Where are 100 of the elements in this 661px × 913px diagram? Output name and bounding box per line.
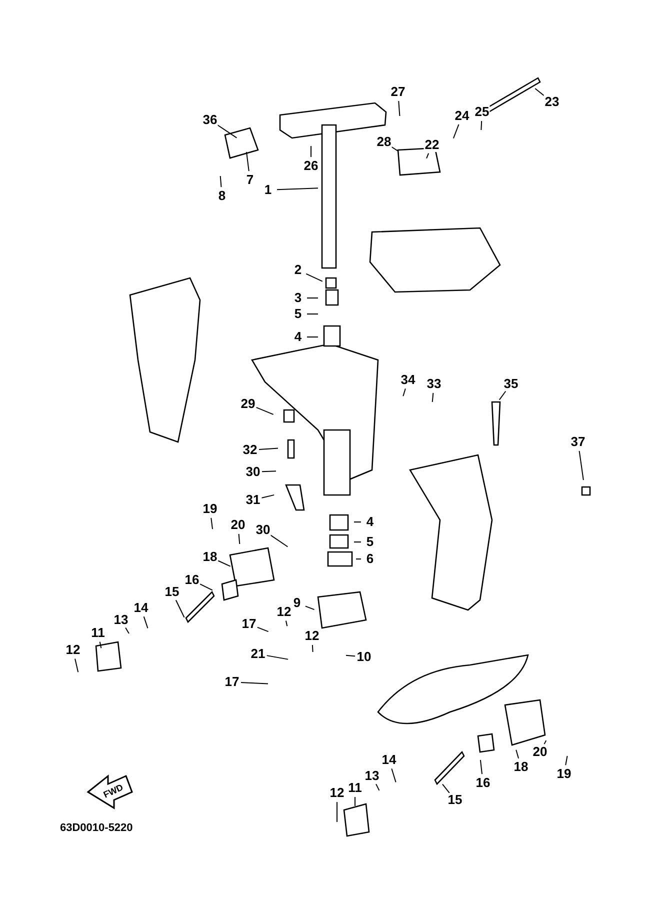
- leader-line: [312, 644, 314, 652]
- callout-number: 9: [292, 596, 302, 610]
- callout-number: 28: [376, 135, 392, 149]
- callout-number: 25: [474, 105, 490, 119]
- callout-number: 5: [365, 535, 375, 549]
- callout-number: 37: [570, 435, 586, 449]
- leader-line: [534, 88, 546, 97]
- callout-number: 8: [217, 189, 227, 203]
- leader-line: [256, 626, 269, 632]
- callout-number: 34: [400, 373, 416, 387]
- leader-line: [143, 616, 148, 629]
- callout-number: 30: [244, 465, 262, 479]
- callout-number: 6: [365, 552, 375, 566]
- callout-number: 12: [64, 643, 82, 657]
- leader-line: [310, 146, 312, 158]
- leader-line: [218, 560, 231, 567]
- callout-number: 31: [244, 493, 262, 507]
- callout-number: 26: [302, 159, 320, 173]
- leader-line: [256, 406, 274, 415]
- leader-line: [480, 759, 482, 775]
- leader-line: [238, 533, 240, 545]
- leader-line: [240, 682, 268, 684]
- leader-line: [498, 390, 506, 400]
- callout-number: 29: [240, 397, 256, 411]
- leader-line: [217, 124, 238, 138]
- leader-line: [565, 755, 568, 766]
- callout-number: 12: [276, 605, 292, 619]
- callout-number: 15: [164, 585, 180, 599]
- leader-line: [74, 658, 79, 673]
- callout-number: 3: [293, 291, 303, 305]
- callout-number: 4: [293, 330, 303, 344]
- callout-number: 12: [328, 786, 346, 800]
- callout-number: 14: [380, 753, 398, 767]
- leader-line: [270, 534, 288, 548]
- callout-number: 14: [132, 601, 150, 615]
- leader-line: [266, 655, 289, 660]
- leader-line: [391, 768, 396, 783]
- leader-line: [354, 796, 356, 806]
- callout-number: 2: [293, 263, 303, 277]
- leader-line: [246, 151, 250, 172]
- leader-line: [345, 654, 356, 657]
- leader-line: [398, 100, 400, 116]
- leader-line: [210, 517, 213, 530]
- leader-line: [285, 620, 288, 627]
- leader-line: [220, 175, 222, 188]
- callout-number: 10: [356, 650, 372, 664]
- callout-number: 19: [202, 502, 218, 516]
- leader-line: [304, 606, 315, 610]
- leader-line: [125, 627, 130, 634]
- callout-number: 11: [90, 626, 106, 640]
- leader-line: [544, 740, 547, 745]
- leader-line: [356, 558, 362, 560]
- leader-line: [175, 600, 185, 618]
- leader-line: [376, 784, 380, 791]
- callout-number: 4: [365, 515, 375, 529]
- callout-number: 20: [532, 745, 548, 759]
- callout-number: 16: [474, 776, 492, 790]
- callout-number: 5: [293, 307, 303, 321]
- part-number: 63D0010-5220: [60, 822, 133, 834]
- callout-number: 12: [304, 629, 320, 643]
- leader-line: [432, 392, 434, 403]
- direction-label: FWD: [102, 782, 125, 800]
- leader-line: [258, 448, 278, 450]
- callout-number: 19: [556, 767, 572, 781]
- callout-number: 21: [250, 647, 266, 661]
- callout-number: 20: [230, 518, 246, 532]
- callout-number: 17: [240, 617, 258, 631]
- leader-line: [306, 336, 318, 338]
- callout-number: 36: [202, 113, 218, 127]
- callout-number: 32: [242, 443, 258, 457]
- callout-number: 23: [544, 95, 560, 109]
- leader-line: [336, 802, 338, 822]
- leader-line: [426, 152, 430, 159]
- callout-number: 22: [424, 138, 440, 152]
- callout-number: 30: [254, 523, 272, 537]
- callout-number: 18: [512, 760, 530, 774]
- callout-number: 15: [446, 793, 464, 807]
- callout-number: 1: [263, 183, 273, 197]
- callout-number: 13: [364, 769, 380, 783]
- leader-line: [480, 120, 482, 130]
- callout-number: 35: [502, 377, 520, 391]
- callout-number: 24: [454, 109, 470, 123]
- callout-number: 27: [390, 85, 406, 99]
- callout-number: 17: [224, 675, 240, 689]
- leader-line: [578, 450, 584, 481]
- leader-line: [276, 188, 318, 190]
- leader-line: [306, 273, 323, 282]
- callout-number: 33: [426, 377, 442, 391]
- callout-number: 16: [184, 573, 200, 587]
- leader-line: [200, 584, 213, 591]
- callout-number: 11: [347, 781, 363, 795]
- leader-line: [452, 124, 460, 139]
- leader-line: [442, 784, 450, 794]
- leader-line: [391, 146, 398, 152]
- callout-number: 18: [202, 550, 218, 564]
- leader-line: [261, 494, 275, 498]
- callout-number: 7: [245, 173, 255, 187]
- leader-line: [99, 641, 102, 649]
- leader-line: [516, 749, 520, 759]
- callout-number: 13: [112, 613, 130, 627]
